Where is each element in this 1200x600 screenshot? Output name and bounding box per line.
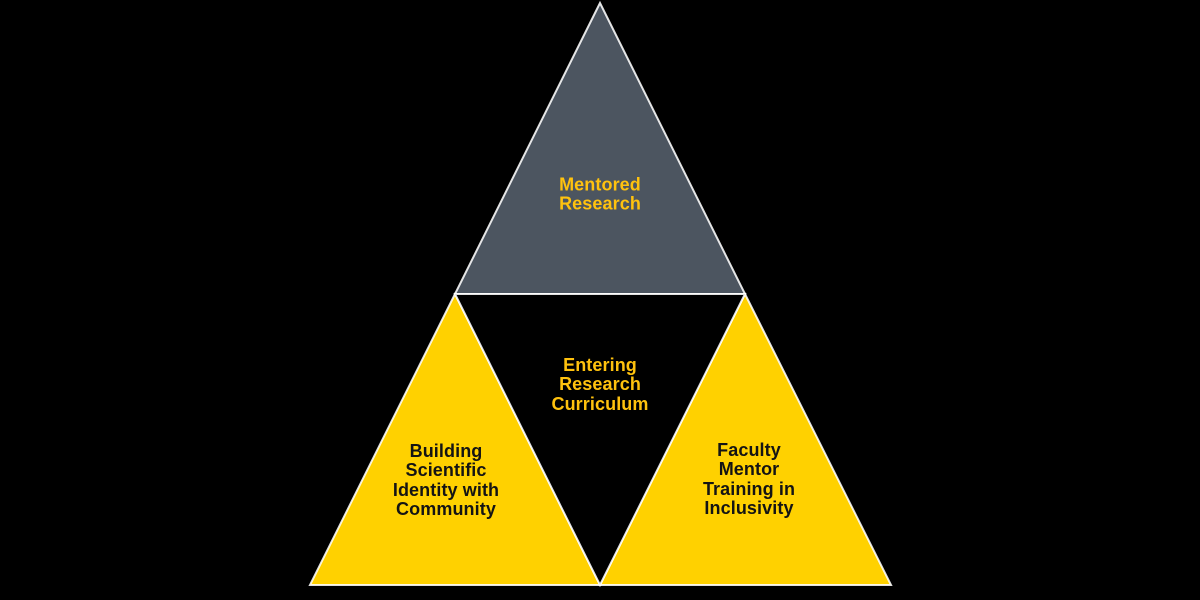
bottom-right-triangle-label: Faculty Mentor Training in Inclusivity: [702, 440, 796, 519]
bottom-left-triangle-label: Building Scientific Identity with Commun…: [392, 441, 500, 520]
top-triangle-label: Mentored Research: [559, 174, 641, 214]
top-triangle: [453, 0, 747, 295]
center-inverted-triangle: [453, 293, 747, 588]
center-triangle-label: Entering Research Curriculum: [551, 354, 649, 414]
